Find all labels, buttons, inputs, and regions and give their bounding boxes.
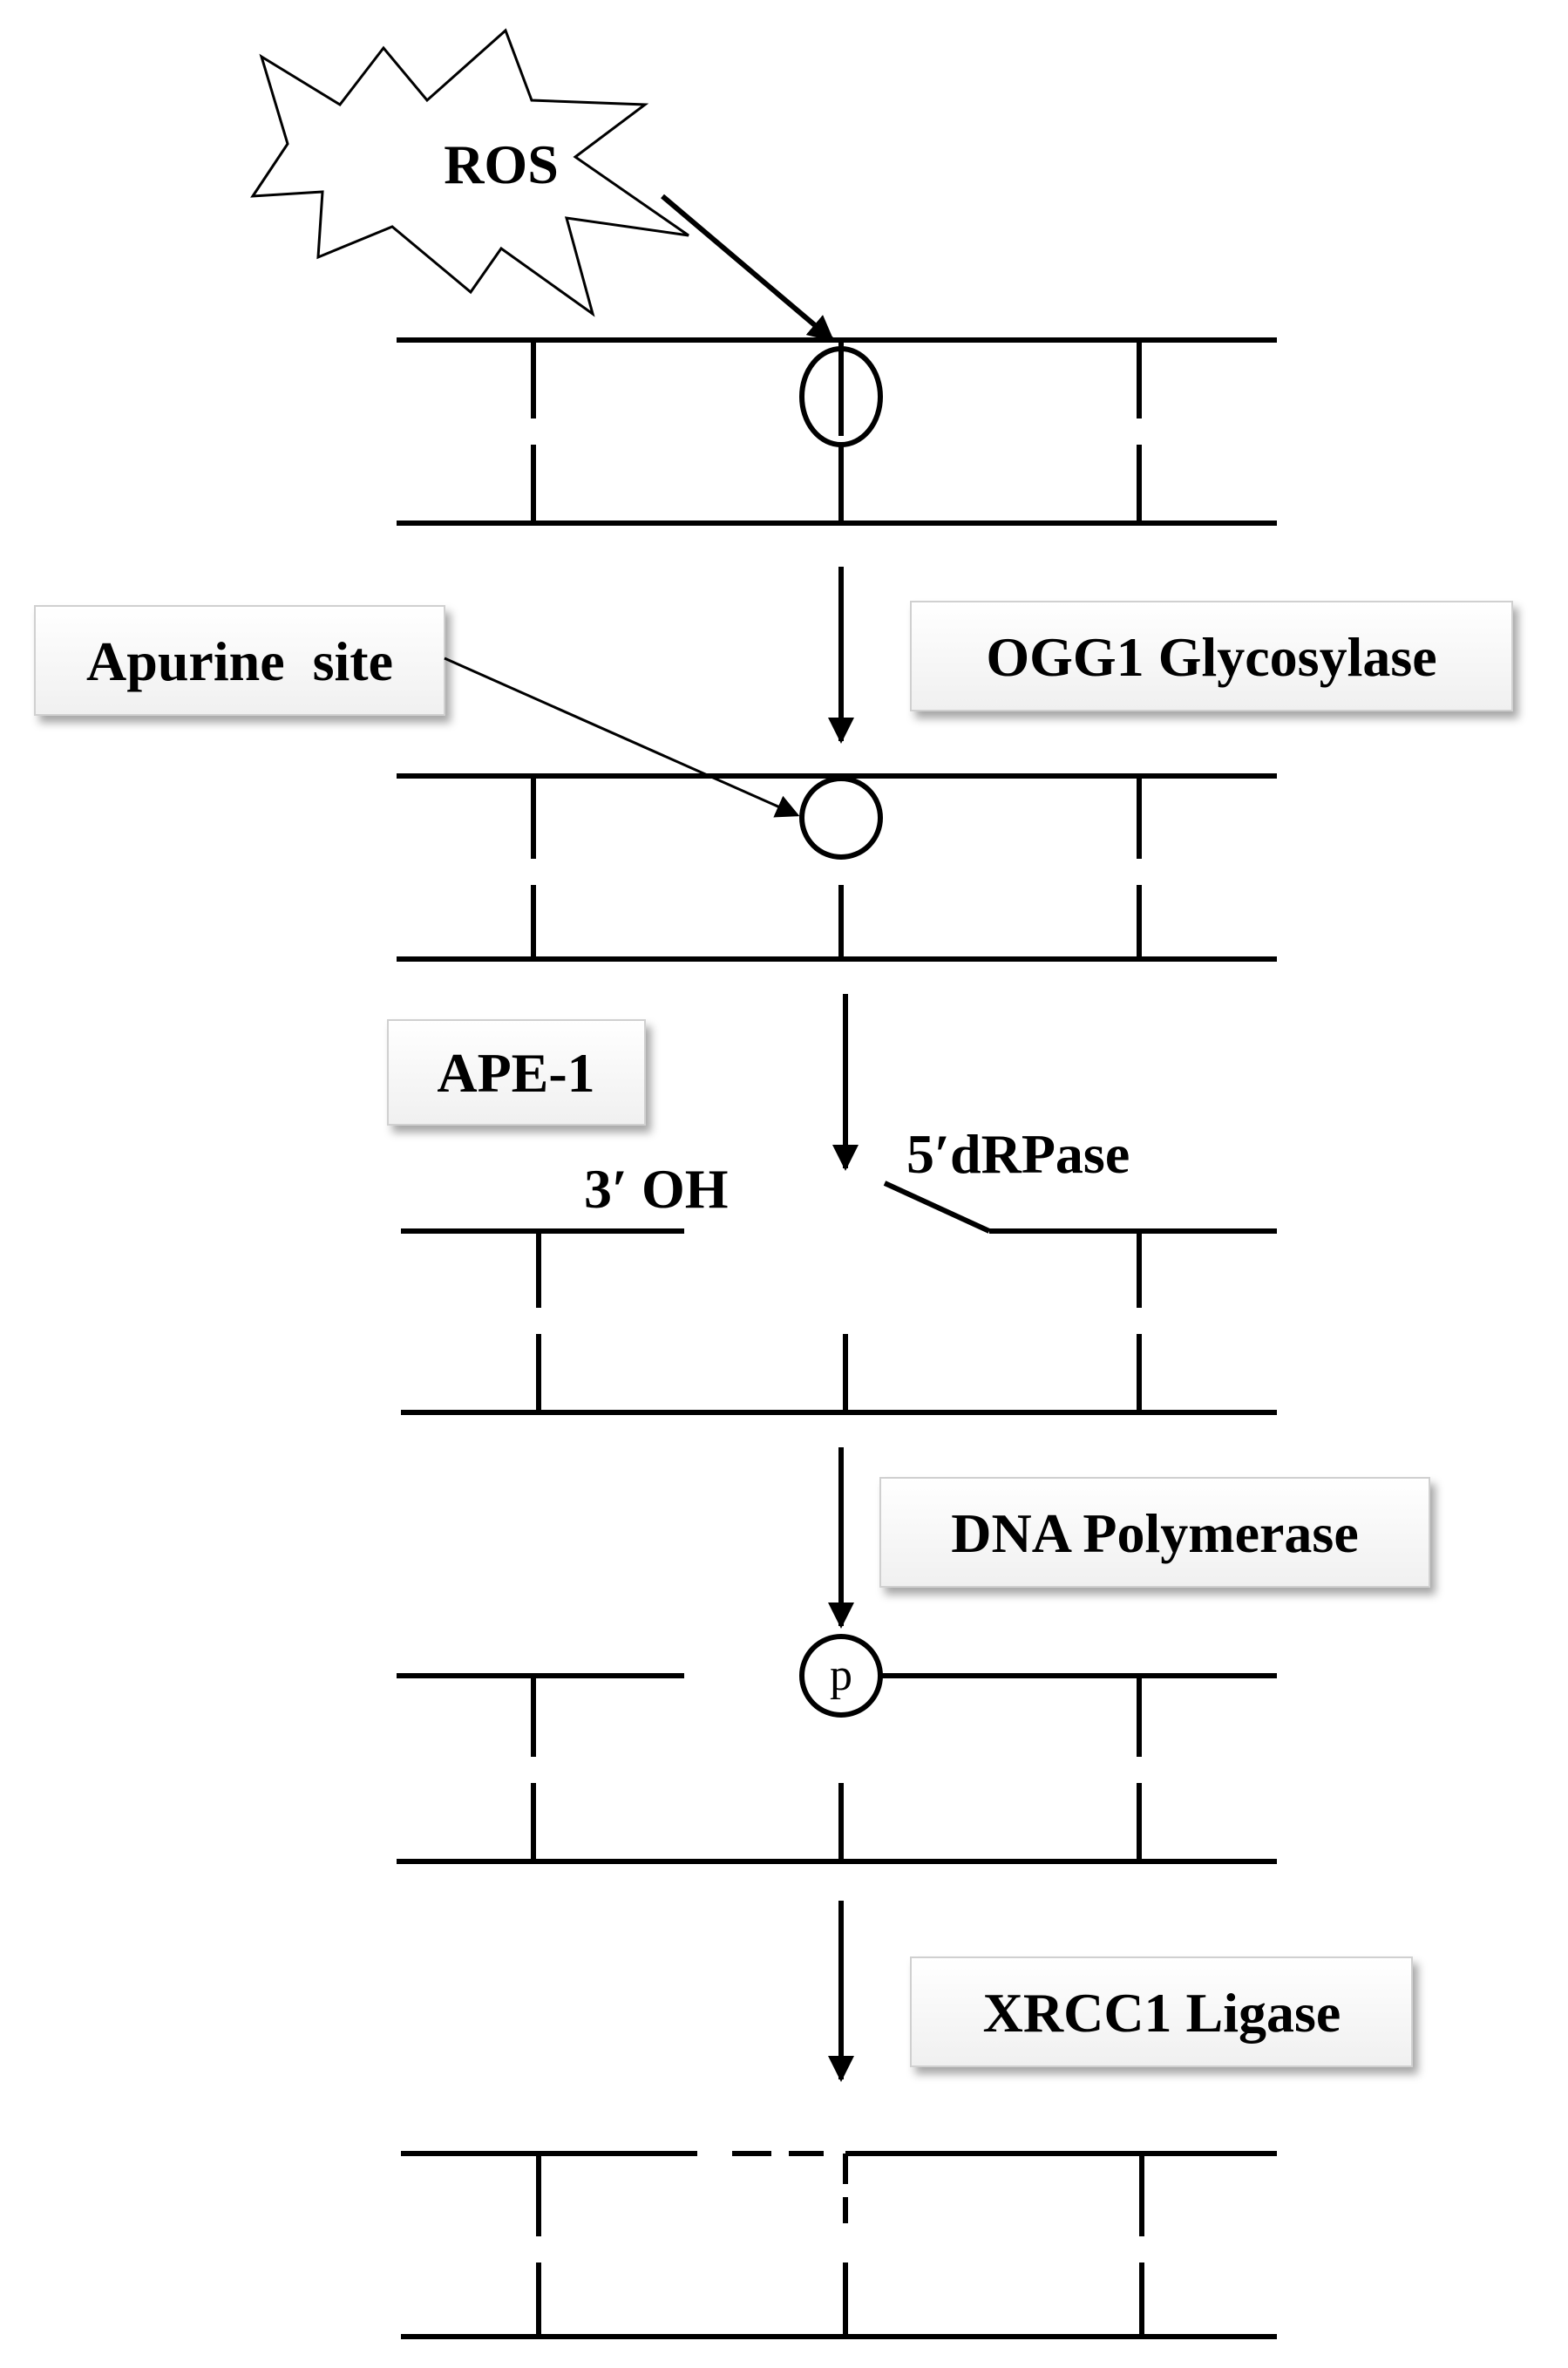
apurine-site-label: Apurine site (86, 630, 393, 692)
apurine-site-arrow (444, 657, 800, 818)
dna-ladder-apurinic (397, 773, 1277, 962)
dna-polymerase-box: DNA Polymerase (879, 1477, 1430, 1588)
ros-label: ROS (444, 133, 559, 195)
three-prime-oh-label: 3′ OH (584, 1158, 729, 1220)
dna-ladder-damaged (397, 337, 1277, 526)
ogg1-glycosylase-box: OGG1 Glycosylase (910, 601, 1513, 711)
dna-ladder-nicked (401, 1181, 1277, 1415)
xrcc1-ligase-box: XRCC1 Ligase (910, 1956, 1413, 2067)
apurinic-site-marker (799, 776, 883, 860)
phosphate-label: p (830, 1650, 852, 1700)
five-prime-drpase-label: 5′dRPase (906, 1123, 1130, 1185)
flap-strand (883, 1181, 991, 1234)
dna-ladder-phosphate: p (397, 1634, 1277, 1864)
dna-ladder-repaired (401, 2151, 1277, 2339)
ros-starburst: ROS (250, 28, 689, 317)
ape1-box: APE-1 (387, 1019, 646, 1126)
ogg1-glycosylase-label: OGG1 Glycosylase (986, 626, 1436, 688)
ape1-label: APE-1 (437, 1042, 594, 1104)
dna-polymerase-label: DNA Polymerase (951, 1502, 1358, 1564)
xrcc1-ligase-label: XRCC1 Ligase (983, 1982, 1341, 2044)
ros-burst-shape (250, 28, 689, 317)
ros-arrow (661, 194, 835, 343)
phosphate-marker (799, 1634, 883, 1718)
apurine-site-box: Apurine site (34, 605, 445, 716)
